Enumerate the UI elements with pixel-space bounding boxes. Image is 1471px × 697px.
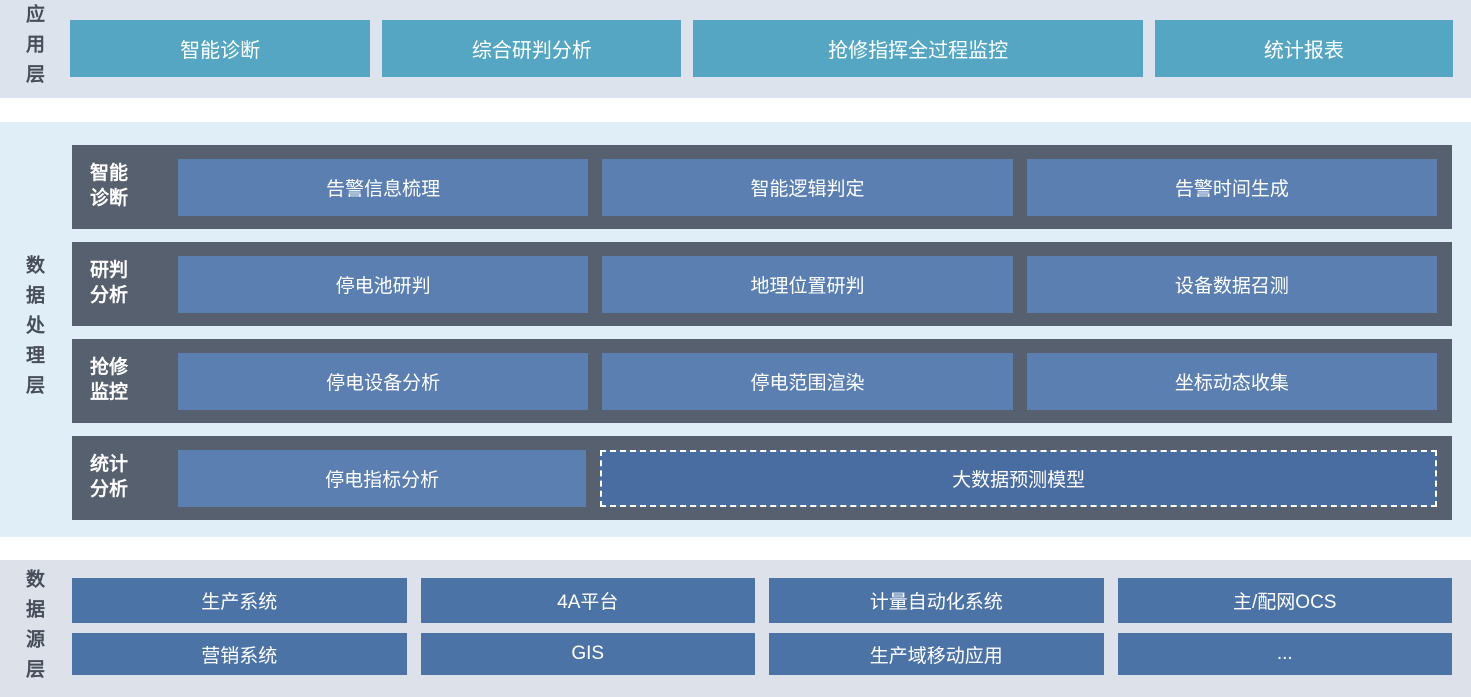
datasource-block: 生产系统 [72,578,407,623]
module-block: 停电池研判 [178,255,589,313]
datasource-block: 生产域移动应用 [769,633,1104,675]
module-row-repair-monitoring: 抢修 监控 停电设备分析 停电范围渲染 坐标动态收集 [72,339,1452,423]
module-block: 智能逻辑判定 [602,158,1013,216]
datasource-rows: 生产系统 4A平台 计量自动化系统 主/配网OCS 营销系统 GIS 生产域移动… [72,578,1452,675]
module-row-label: 智能 诊断 [90,163,129,209]
datasource-block: 营销系统 [72,633,407,675]
module-block-dashed-big-data-model: 大数据预测模型 [600,449,1437,507]
datasource-block: ... [1117,633,1452,675]
module-row-label: 抢修 监控 [90,357,129,403]
module-block: 停电设备分析 [178,352,589,410]
app-block-statistical-reports: 统计报表 [1154,20,1453,77]
module-block: 告警时间生成 [1026,158,1437,216]
application-layer-label: 应用层 [23,4,44,94]
module-row-statistical-analysis: 统计 分析 停电指标分析 大数据预测模型 [72,436,1452,520]
datasource-block: 4A平台 [420,578,755,623]
module-block: 停电指标分析 [178,449,587,507]
module-block: 停电范围渲染 [602,352,1013,410]
app-block-smart-diagnosis: 智能诊断 [70,20,371,77]
processing-rows: 智能 诊断 告警信息梳理 智能逻辑判定 告警时间生成 研判 分析 停电池研判 地… [72,145,1452,520]
module-block: 坐标动态收集 [1026,352,1437,410]
data-processing-layer-label: 数据处理层 [23,254,44,405]
module-row-label: 研判 分析 [90,260,129,306]
module-row-label: 统计 分析 [90,454,129,500]
application-layer-band: 应用层 智能诊断 综合研判分析 抢修指挥全过程监控 统计报表 [0,0,1471,98]
module-block: 地理位置研判 [602,255,1013,313]
module-row-smart-diagnosis: 智能 诊断 告警信息梳理 智能逻辑判定 告警时间生成 [72,145,1452,229]
data-source-layer-band: 数据源层 生产系统 4A平台 计量自动化系统 主/配网OCS 营销系统 GIS … [0,560,1471,697]
module-block: 设备数据召测 [1026,255,1437,313]
module-row-judgment-analysis: 研判 分析 停电池研判 地理位置研判 设备数据召测 [72,242,1452,326]
data-processing-layer-band: 数据处理层 智能 诊断 告警信息梳理 智能逻辑判定 告警时间生成 研判 分析 停… [0,122,1471,537]
app-block-comprehensive-analysis: 综合研判分析 [382,20,682,77]
data-source-layer-label: 数据源层 [23,568,44,689]
datasource-block: 计量自动化系统 [769,578,1104,623]
app-block-repair-command-monitoring: 抢修指挥全过程监控 [693,20,1143,77]
datasource-block: 主/配网OCS [1117,578,1452,623]
application-buttons-row: 智能诊断 综合研判分析 抢修指挥全过程监控 统计报表 [70,20,1453,77]
module-block: 告警信息梳理 [178,158,589,216]
datasource-block: GIS [420,633,755,675]
